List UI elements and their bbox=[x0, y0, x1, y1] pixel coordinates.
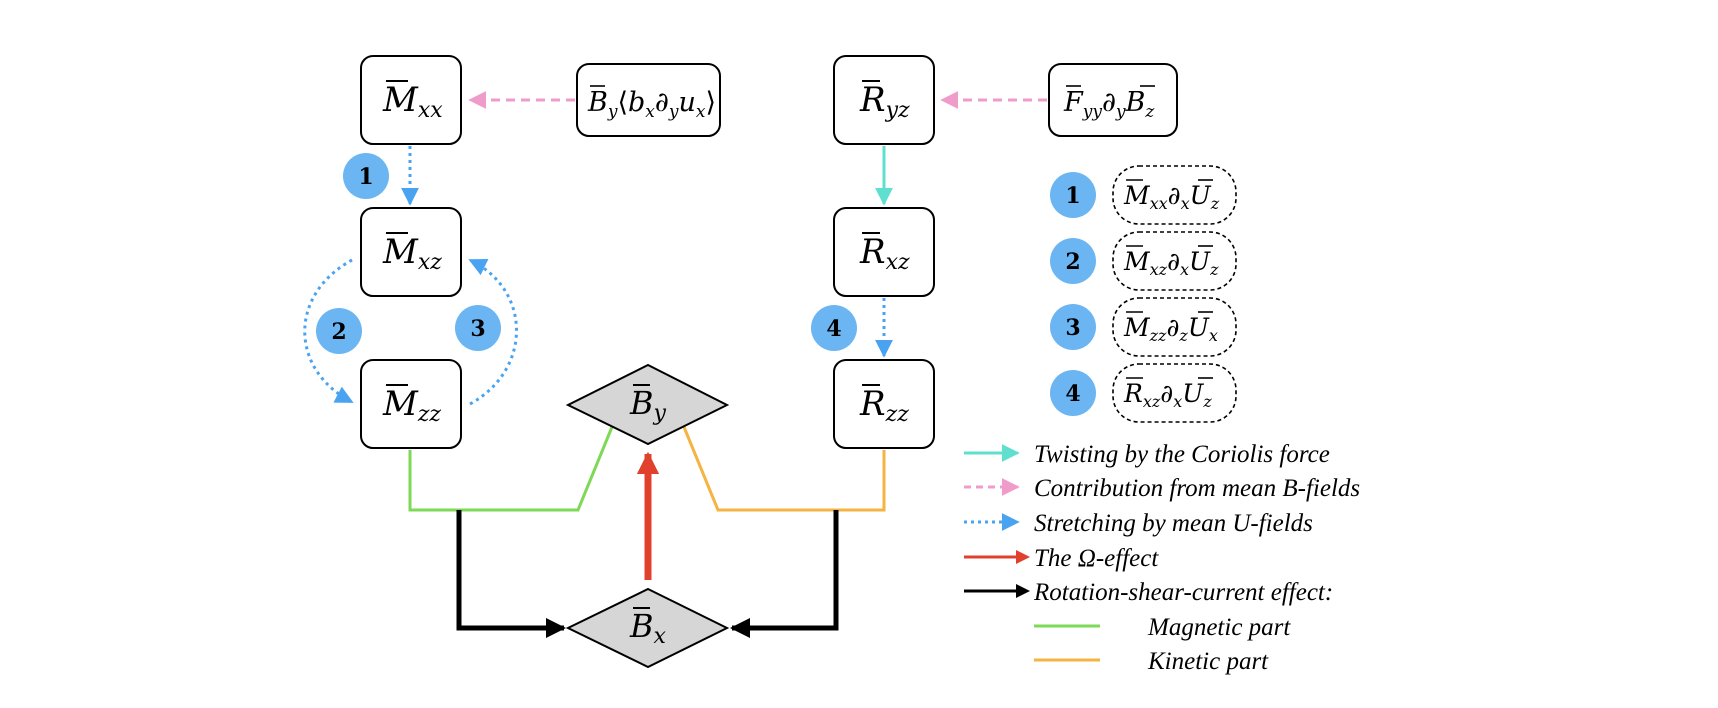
svg-text:Mxz: Mxz bbox=[382, 232, 442, 275]
badge-key-2: 2 Mxz∂xUz bbox=[1050, 231, 1237, 291]
svg-text:3: 3 bbox=[1065, 315, 1080, 341]
node-ryz: Ryz bbox=[833, 55, 935, 145]
legend-item-mean-b: Contribution from mean B-fields bbox=[964, 475, 1360, 502]
legend-item-stretching: Stretching by mean U-fields bbox=[964, 510, 1313, 537]
node-mzz: Mzz bbox=[360, 359, 462, 449]
badge-2-diagram: 2 bbox=[316, 308, 362, 354]
svg-text:Rxz∂xUz: Rxz∂xUz bbox=[1123, 379, 1212, 411]
node-bx: Bx bbox=[565, 587, 730, 669]
node-mxx: Mxx bbox=[360, 55, 462, 145]
badge-1-diagram: 1 bbox=[343, 153, 389, 199]
svg-text:2: 2 bbox=[331, 319, 346, 345]
node-mxz: Mxz bbox=[360, 207, 462, 297]
arrow-stretching-2 bbox=[303, 258, 354, 404]
node-by: By bbox=[565, 363, 730, 446]
svg-text:Mzz∂zUx: Mzz∂zUx bbox=[1123, 313, 1218, 345]
badge-key-3: 3 Mzz∂zUx bbox=[1050, 297, 1237, 357]
svg-text:Mxx∂xUz: Mxx∂xUz bbox=[1123, 181, 1220, 213]
arrow-rsc-right bbox=[730, 510, 839, 638]
svg-text:Mxz∂xUz: Mxz∂xUz bbox=[1123, 247, 1219, 279]
svg-text:Contribution from mean B-field: Contribution from mean B-fields bbox=[1034, 475, 1360, 502]
svg-text:4: 4 bbox=[826, 316, 841, 342]
svg-text:The Ω-effect: The Ω-effect bbox=[1034, 545, 1159, 572]
svg-text:Rzz: Rzz bbox=[859, 384, 909, 427]
legend-item-omega: The Ω-effect bbox=[964, 545, 1159, 572]
svg-text:Twisting by the Coriolis force: Twisting by the Coriolis force bbox=[1034, 441, 1330, 468]
svg-text:By⟨bx∂yux⟩: By⟨bx∂yux⟩ bbox=[587, 87, 716, 122]
svg-text:Rxz: Rxz bbox=[859, 232, 910, 275]
badge-3-diagram: 3 bbox=[455, 305, 501, 351]
source-term-mean-b-m: By⟨bx∂yux⟩ bbox=[576, 63, 721, 137]
line-kinetic-part bbox=[682, 426, 886, 512]
svg-text:Bx: Bx bbox=[629, 607, 667, 649]
legend-item-kinetic: Kinetic part bbox=[1034, 648, 1269, 675]
svg-text:3: 3 bbox=[470, 316, 485, 342]
line-magnetic-part bbox=[408, 426, 614, 512]
svg-text:2: 2 bbox=[1065, 249, 1080, 275]
svg-text:1: 1 bbox=[358, 164, 373, 190]
node-rxz: Rxz bbox=[833, 207, 935, 297]
svg-text:Rotation-shear-current effect:: Rotation-shear-current effect: bbox=[1033, 579, 1333, 606]
legend-item-magnetic: Magnetic part bbox=[1034, 614, 1291, 641]
node-rzz: Rzz bbox=[833, 359, 935, 449]
svg-text:Ryz: Ryz bbox=[859, 80, 910, 123]
legend-item-coriolis: Twisting by the Coriolis force bbox=[964, 441, 1330, 468]
badge-key-1: 1 Mxx∂xUz bbox=[1050, 165, 1237, 225]
svg-text:Stretching by mean U-fields: Stretching by mean U-fields bbox=[1034, 510, 1313, 537]
svg-text:4: 4 bbox=[1065, 381, 1080, 407]
svg-text:Mxx: Mxx bbox=[382, 80, 443, 123]
svg-text:Magnetic part: Magnetic part bbox=[1147, 614, 1291, 641]
svg-text:Kinetic part: Kinetic part bbox=[1147, 648, 1269, 675]
svg-text:Fyy∂yBz: Fyy∂yBz bbox=[1063, 87, 1155, 122]
svg-text:By: By bbox=[629, 384, 667, 426]
badge-4-diagram: 4 bbox=[811, 305, 857, 351]
legend-item-rsc: Rotation-shear-current effect: bbox=[964, 579, 1333, 606]
arrow-rsc-left bbox=[456, 510, 566, 638]
source-term-mean-b-r: Fyy∂yBz bbox=[1048, 63, 1178, 137]
svg-text:Mzz: Mzz bbox=[382, 384, 441, 427]
legend: Twisting by the Coriolis force Contribut… bbox=[964, 441, 1360, 675]
svg-text:1: 1 bbox=[1065, 183, 1080, 209]
badge-key-4: 4 Rxz∂xUz bbox=[1050, 363, 1237, 423]
arrow-stretching-3 bbox=[468, 258, 518, 406]
